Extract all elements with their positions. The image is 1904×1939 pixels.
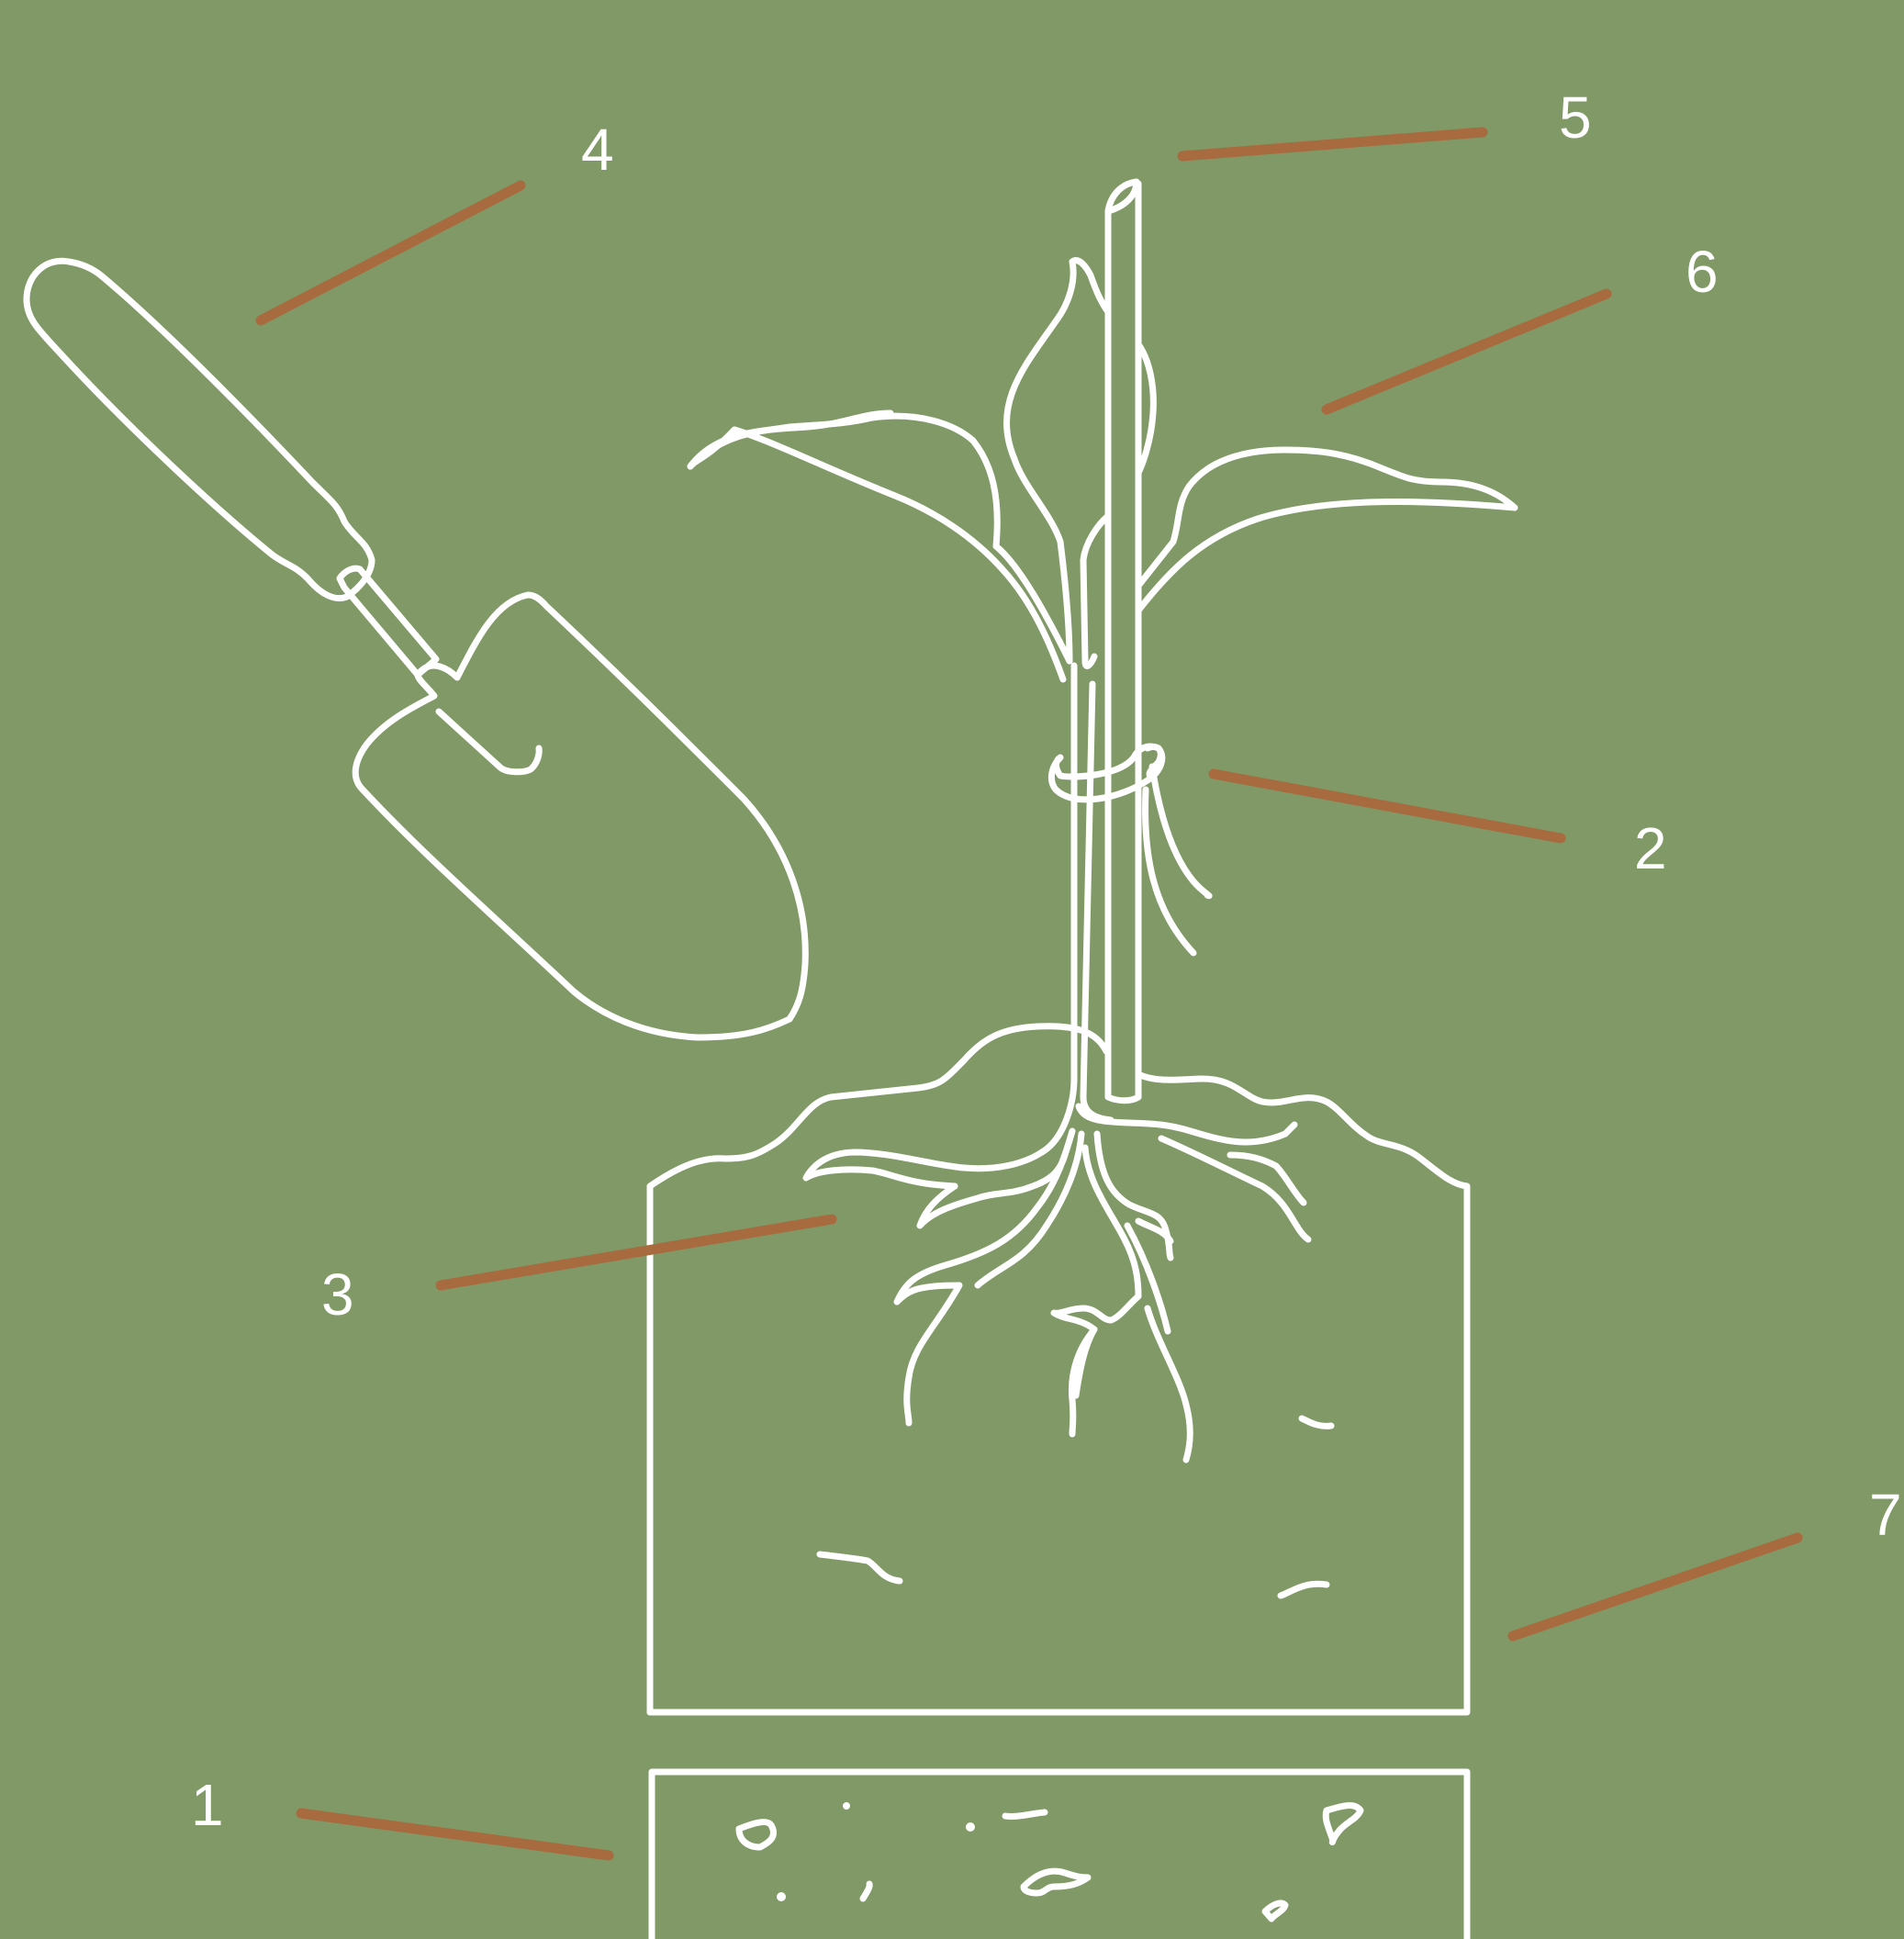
trowel-blade-crease	[439, 712, 539, 772]
leader-lines	[261, 132, 1798, 1855]
leader-6	[1327, 294, 1607, 409]
leader-5	[1182, 132, 1483, 156]
label-6: 6	[1686, 239, 1719, 305]
stone-3	[1024, 1871, 1088, 1893]
label-2: 2	[1634, 815, 1667, 881]
grain-1	[843, 1802, 850, 1810]
soil-fleck-1	[1302, 1418, 1331, 1426]
hole-outline	[650, 1026, 1106, 1712]
leaf-center	[1007, 261, 1108, 661]
label-7: 7	[1869, 1482, 1902, 1548]
label-4: 4	[581, 117, 614, 183]
trowel-blade	[355, 595, 805, 1037]
root-ball-icon	[806, 1106, 1331, 1596]
leader-7	[1513, 1538, 1798, 1636]
grain-2	[966, 1822, 975, 1832]
root-1	[806, 1152, 1042, 1186]
garden-trowel-icon	[27, 261, 805, 1037]
stone-5	[1265, 1903, 1285, 1919]
seedling-icon	[690, 261, 1515, 1152]
number-labels: 1 2 3 4 5 6 7	[191, 84, 1902, 1838]
trowel-ferrule	[340, 568, 436, 675]
label-3: 3	[321, 1261, 354, 1328]
leader-3	[441, 1219, 832, 1285]
stone-1	[739, 1822, 774, 1847]
stem	[1042, 666, 1074, 1152]
grain-4	[863, 1884, 869, 1899]
leaf-inner	[1083, 516, 1108, 666]
root-base	[1079, 1106, 1294, 1142]
leaf-right	[1138, 450, 1515, 611]
support-stake-icon	[1108, 182, 1138, 1101]
label-1: 1	[191, 1772, 224, 1838]
leader-2	[1214, 774, 1561, 838]
soil-fleck-3	[1281, 1584, 1327, 1596]
planting-hole-icon	[650, 1026, 1467, 1712]
leader-1	[301, 1813, 609, 1855]
leader-4	[261, 185, 521, 320]
subsoil-outline	[652, 1772, 1467, 1939]
soil-fleck-2	[820, 1554, 900, 1581]
stone-2	[1005, 1812, 1045, 1816]
grain-3	[777, 1892, 786, 1901]
leaf-hanging-1	[1152, 767, 1209, 896]
stake-tip	[1108, 182, 1137, 211]
label-5: 5	[1559, 84, 1592, 151]
stake-body	[1108, 184, 1138, 1101]
stone-4	[1326, 1806, 1361, 1843]
trowel-handle	[27, 261, 372, 598]
subsoil-layer-icon	[652, 1772, 1467, 1939]
